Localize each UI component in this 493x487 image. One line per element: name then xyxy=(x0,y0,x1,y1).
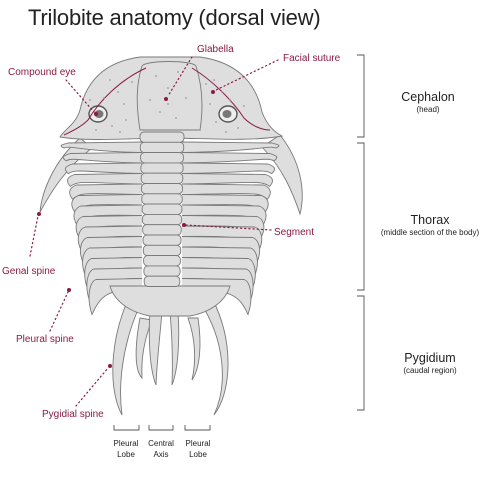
granule xyxy=(229,99,231,101)
pleura-left xyxy=(60,141,143,153)
granule xyxy=(155,75,157,77)
axis-label-center-2: Axis xyxy=(153,450,168,459)
granule xyxy=(221,91,223,93)
pygidium-plate xyxy=(109,285,231,317)
axial-ring xyxy=(141,213,183,226)
axis-label-left-1: Pleural xyxy=(114,439,139,448)
granule xyxy=(109,79,111,81)
facial-suture-right xyxy=(191,67,271,131)
axis-label-center-1: Central xyxy=(148,439,174,448)
axial-ring xyxy=(143,275,181,287)
section-cephalon: Cephalon xyxy=(401,90,455,104)
axial-ring xyxy=(140,162,184,174)
granule xyxy=(167,103,169,105)
granule xyxy=(89,99,91,101)
granule xyxy=(243,105,245,107)
pygidial-spine-right-outer xyxy=(199,297,229,416)
pleural-spines xyxy=(60,141,280,316)
section-brackets xyxy=(357,54,365,411)
granule xyxy=(125,119,127,121)
pygidial-spine-right-inner xyxy=(187,317,201,381)
granule xyxy=(205,83,207,85)
trilobite-body xyxy=(39,56,303,416)
label-pleural-spine: Pleural spine xyxy=(16,334,74,345)
pleura-left xyxy=(64,162,143,175)
pleura-right xyxy=(181,162,276,175)
pygidial-spine-left-outer xyxy=(112,299,141,416)
lobe-brackets xyxy=(113,425,211,431)
axial-ring xyxy=(141,183,183,195)
granule xyxy=(103,97,105,99)
granule xyxy=(209,103,211,105)
axial-ring xyxy=(143,255,181,267)
axial-ring xyxy=(139,131,185,143)
facial-suture-left xyxy=(63,67,147,136)
pleura-left xyxy=(67,173,143,188)
label-compound-eye: Compound eye xyxy=(8,67,76,78)
cephalon-granules xyxy=(89,71,245,133)
granule xyxy=(167,87,169,89)
axial-ring xyxy=(142,234,182,246)
glabella xyxy=(136,61,203,131)
granule xyxy=(175,117,177,119)
axial-ring xyxy=(140,152,184,164)
granule xyxy=(185,97,187,99)
section-pygidium-sub: (caudal region) xyxy=(403,366,457,375)
pleura-right xyxy=(181,141,280,153)
granule xyxy=(225,131,227,133)
section-thorax: Thorax xyxy=(411,213,451,227)
annotation-leaders xyxy=(29,56,279,407)
central-axis-rings xyxy=(139,131,185,287)
granule xyxy=(199,129,201,131)
section-pygidium: Pygidium xyxy=(404,351,455,365)
pygidial-spine-center-right xyxy=(169,311,180,386)
granule xyxy=(111,125,113,127)
compound-eye-right xyxy=(218,105,238,123)
pleura-right xyxy=(181,152,278,164)
label-facial-suture: Facial suture xyxy=(283,53,341,64)
axial-ring xyxy=(143,265,181,277)
axial-ring xyxy=(140,172,184,184)
pleura-left xyxy=(62,152,143,164)
label-pygidial-spine: Pygidial spine xyxy=(42,409,104,420)
granule xyxy=(177,71,179,73)
granule xyxy=(117,91,119,93)
granule xyxy=(131,81,133,83)
axial-ring xyxy=(142,244,182,257)
axial-ring xyxy=(142,224,182,236)
axial-ring xyxy=(141,193,183,205)
granule xyxy=(123,103,125,105)
axis-label-right-1: Pleural xyxy=(186,439,211,448)
label-genal-spine: Genal spine xyxy=(2,266,56,277)
granule xyxy=(159,111,161,113)
label-glabella: Glabella xyxy=(197,44,234,55)
pleura-left xyxy=(69,183,143,200)
granule xyxy=(213,79,215,81)
pleura-right xyxy=(181,173,273,188)
section-cephalon-sub: (head) xyxy=(416,105,439,114)
granule xyxy=(119,131,121,133)
granule xyxy=(237,127,239,129)
label-segment: Segment xyxy=(274,227,314,238)
pygidial-spine-left-inner xyxy=(135,317,153,380)
section-thorax-sub: (middle section of the body) xyxy=(381,228,480,237)
axis-label-right-2: Lobe xyxy=(189,450,207,459)
granule xyxy=(215,121,217,123)
diagram-title: Trilobite anatomy (dorsal view) xyxy=(28,5,321,30)
axial-ring xyxy=(141,203,183,215)
axis-label-left-2: Lobe xyxy=(117,450,135,459)
granule xyxy=(149,99,151,101)
pleura-right xyxy=(181,183,271,200)
pygidial-spine-center-left xyxy=(148,309,163,386)
granule xyxy=(95,129,97,131)
axial-ring xyxy=(139,141,185,154)
